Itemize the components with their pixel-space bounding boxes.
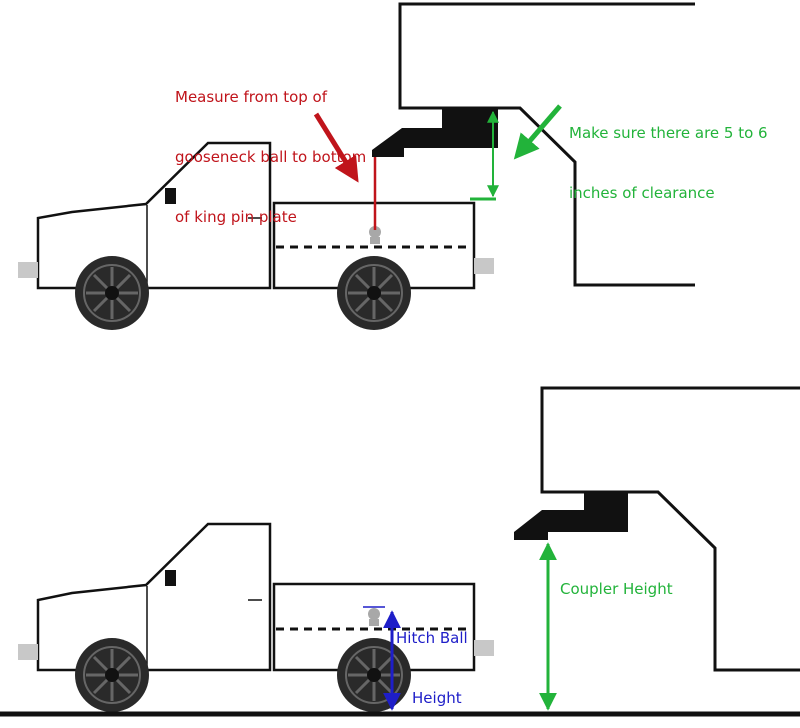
clearance-note-line-1: Make sure there are 5 to 6 — [569, 124, 768, 142]
hitch-ball-height-line-1: Hitch Ball — [396, 629, 468, 647]
top-king-pin-plate — [372, 108, 498, 157]
hitch-ball-height-line-2: Height — [412, 689, 462, 707]
measure-note: Measure from top of gooseneck ball to bo… — [175, 47, 366, 247]
top-panel — [18, 2, 695, 330]
bottom-panel — [0, 386, 800, 717]
bottom-truck — [18, 522, 494, 712]
top-rear-wheel — [337, 256, 411, 330]
bottom-coupler-plate — [514, 492, 628, 540]
clearance-note-line-2: inches of clearance — [569, 184, 715, 202]
measure-note-line-3: of king pin plate — [175, 208, 297, 226]
bottom-trailer-body — [540, 386, 800, 672]
clearance-pointer-arrow — [513, 104, 562, 160]
measure-note-line-2: gooseneck ball to bottom — [175, 148, 367, 166]
top-front-wheel — [75, 256, 149, 330]
bottom-rear-bumper — [474, 640, 494, 656]
bottom-hitch-ball — [368, 608, 380, 626]
top-front-bumper — [18, 262, 38, 278]
top-truck — [18, 141, 494, 330]
top-gooseneck-ball — [369, 226, 381, 244]
clearance-note: Make sure there are 5 to 6 inches of cle… — [569, 83, 768, 223]
coupler-height-label: Coupler Height — [560, 580, 673, 598]
top-rear-bumper — [474, 258, 494, 274]
bottom-truck-cab — [36, 522, 272, 672]
bottom-front-bumper — [18, 644, 38, 660]
top-trailer-body — [398, 2, 695, 287]
bottom-front-wheel — [75, 638, 149, 712]
measure-pointer-arrow — [313, 112, 359, 183]
top-truck-mirror — [165, 188, 176, 204]
measure-note-line-1: Measure from top of — [175, 88, 327, 106]
hitch-ball-height-label: Hitch Ball Height — [396, 588, 468, 728]
bottom-truck-mirror — [165, 570, 176, 586]
